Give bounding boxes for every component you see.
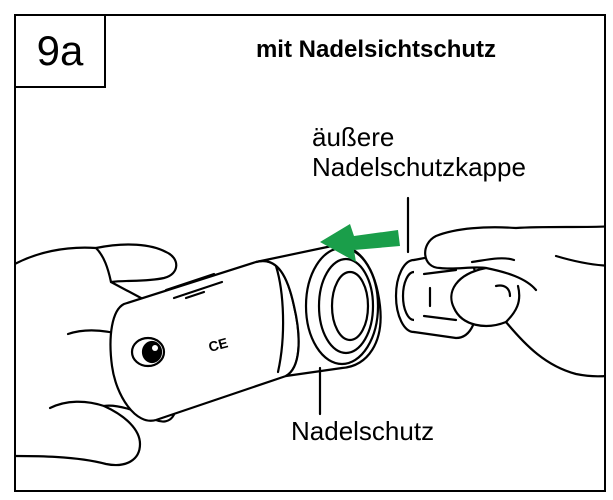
outer-cap-label-line1: äußere [312, 122, 526, 152]
injector-body [111, 261, 299, 421]
instruction-panel: CE 9a mit Nadelsichtschutz äußere Nadels… [14, 14, 606, 492]
right-hand [425, 226, 606, 376]
needle-shield-label: Nadelschutz [291, 416, 434, 446]
step-number: 9a [16, 16, 106, 88]
step-title: mit Nadelsichtschutz [166, 36, 586, 64]
outer-cap-label-line2: Nadelschutzkappe [312, 152, 526, 182]
outer-cap-label: äußere Nadelschutzkappe [312, 122, 526, 182]
